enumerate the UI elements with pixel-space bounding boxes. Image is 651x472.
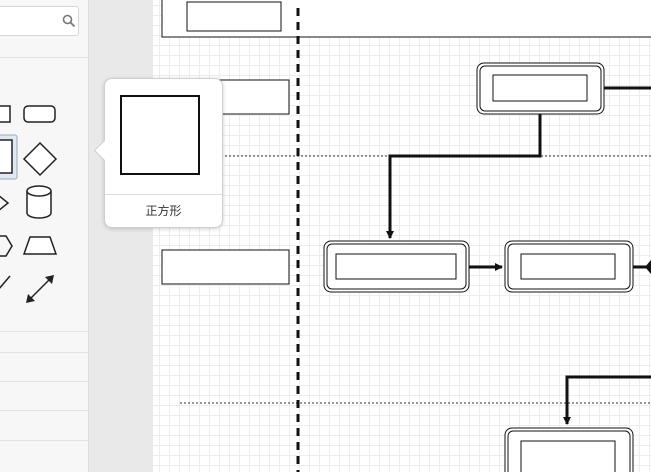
square-preview — [120, 95, 200, 175]
shape-tooltip: 正方形 — [93, 78, 223, 228]
divider — [0, 331, 88, 332]
process-box[interactable] — [476, 62, 605, 115]
bidirectional-arrow-shape[interactable] — [26, 275, 54, 303]
cylinder-shape[interactable] — [26, 185, 52, 219]
search-input[interactable] — [0, 6, 79, 36]
rectangle-shape[interactable] — [0, 105, 11, 123]
lane-label-box[interactable] — [161, 249, 290, 285]
arrowhead — [645, 260, 651, 274]
pool-header[interactable] — [161, 0, 651, 38]
hexagon-shape[interactable] — [0, 235, 13, 257]
line-shape[interactable] — [0, 275, 11, 290]
divider — [0, 352, 88, 353]
divider — [0, 440, 88, 441]
shape-sidebar — [0, 0, 89, 472]
divider — [0, 57, 88, 58]
trapezoid-shape[interactable] — [22, 236, 58, 255]
connector[interactable] — [563, 375, 651, 425]
canvas-gutter — [89, 0, 153, 472]
divider — [0, 381, 88, 382]
search-icon[interactable] — [62, 14, 76, 28]
tooltip-divider — [105, 194, 222, 195]
triangle-shape[interactable] — [0, 195, 10, 211]
shape-palette — [0, 105, 58, 303]
process-box[interactable] — [323, 240, 470, 293]
diamond-shape[interactable] — [22, 141, 58, 177]
flowchart-diagram — [153, 0, 651, 472]
divider — [0, 410, 88, 411]
diagram-canvas[interactable] — [153, 0, 651, 472]
process-box[interactable] — [504, 240, 634, 293]
process-box[interactable] — [504, 427, 634, 472]
rounded-rectangle-shape[interactable] — [23, 105, 56, 123]
tooltip-label: 正方形 — [145, 204, 182, 218]
connector[interactable] — [386, 114, 542, 239]
square-shape[interactable] — [0, 134, 18, 180]
